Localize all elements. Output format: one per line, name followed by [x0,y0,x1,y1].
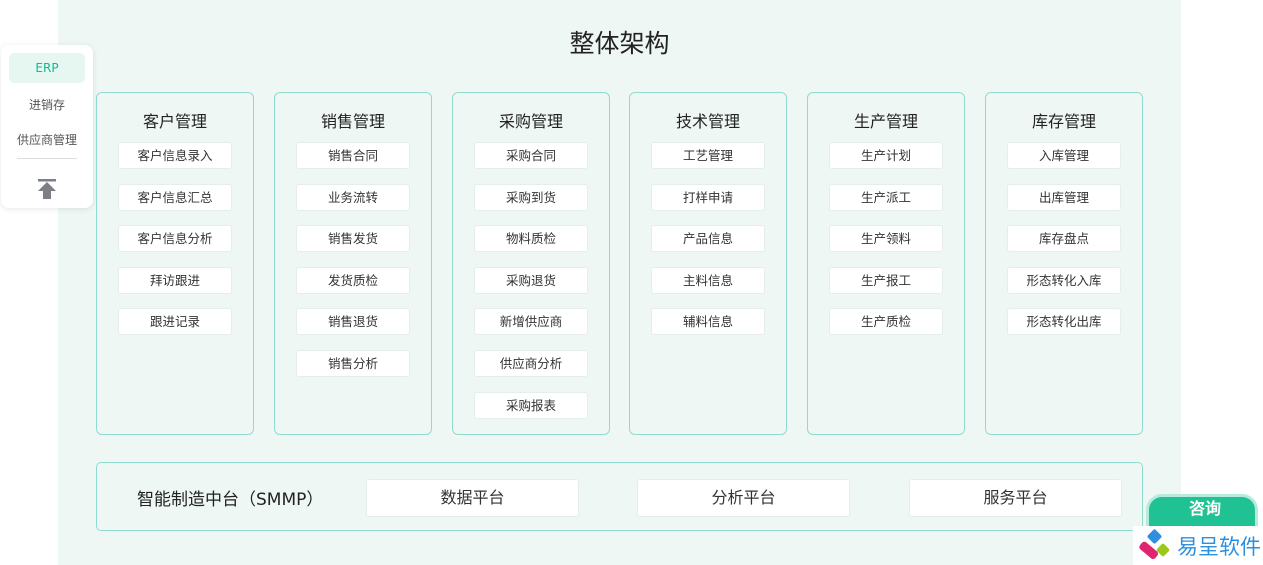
module-item[interactable]: 生产报工 [829,266,943,294]
module-item[interactable]: 产品信息 [651,225,765,253]
module-item[interactable]: 跟进记录 [118,308,232,336]
module-title: 库存管理 [1031,112,1096,131]
module-item[interactable]: 拜访跟进 [118,266,232,294]
module-column: 库存管理入库管理出库管理库存盘点形态转化入库形态转化出库 [985,92,1143,435]
sidebar-item-supplier[interactable]: 供应商管理 [16,133,77,147]
module-item[interactable]: 形态转化出库 [1007,308,1121,336]
consult-label: 咨询 [1189,499,1222,518]
module-item[interactable]: 销售分析 [296,349,410,377]
module-title: 采购管理 [498,112,563,131]
module-items: 销售合同业务流转销售发货发货质检销售退货销售分析 [275,142,431,377]
module-item[interactable]: 客户信息录入 [118,142,232,169]
logo: 易呈软件 [1133,526,1263,565]
module-column: 销售管理销售合同业务流转销售发货发货质检销售退货销售分析 [274,92,432,435]
module-item[interactable]: 发货质检 [296,266,410,294]
module-item[interactable]: 采购合同 [474,142,588,169]
module-item[interactable]: 销售退货 [296,308,410,336]
module-items: 生产计划生产派工生产领料生产报工生产质检 [808,142,964,336]
module-item[interactable]: 生产质检 [829,308,943,336]
module-item[interactable]: 入库管理 [1007,142,1121,169]
module-column: 采购管理采购合同采购到货物料质检采购退货新增供应商供应商分析采购报表 [452,92,610,435]
module-items: 采购合同采购到货物料质检采购退货新增供应商供应商分析采购报表 [453,142,609,419]
module-item[interactable]: 客户信息分析 [118,225,232,253]
module-item[interactable]: 打样申请 [651,183,765,211]
module-title: 客户管理 [142,112,207,131]
sidebar-item-erp[interactable]: ERP [9,53,85,83]
module-item[interactable]: 客户信息汇总 [118,183,232,211]
module-items: 工艺管理打样申请产品信息主料信息辅料信息 [630,142,786,336]
module-column: 技术管理工艺管理打样申请产品信息主料信息辅料信息 [629,92,787,435]
module-title: 生产管理 [853,112,918,131]
service-platform-button[interactable]: 服务平台 [909,479,1122,517]
platform-label: 智能制造中台（SMMP） [137,490,324,510]
module-item[interactable]: 形态转化入库 [1007,266,1121,294]
module-items: 入库管理出库管理库存盘点形态转化入库形态转化出库 [986,142,1142,336]
module-item[interactable]: 主料信息 [651,266,765,294]
module-item[interactable]: 新增供应商 [474,308,588,336]
module-item[interactable]: 库存盘点 [1007,225,1121,253]
module-title: 技术管理 [675,112,740,131]
module-item[interactable]: 生产派工 [829,183,943,211]
module-title: 销售管理 [320,112,385,131]
back-to-top-icon[interactable] [38,179,56,199]
logo-text: 易呈软件 [1177,534,1261,559]
module-item[interactable]: 物料质检 [474,225,588,253]
sidebar-item-inventory[interactable]: 进销存 [28,98,65,112]
page-title: 整体架构 [569,29,670,58]
module-item[interactable]: 采购报表 [474,391,588,419]
module-item[interactable]: 业务流转 [296,183,410,211]
module-item[interactable]: 销售合同 [296,142,410,169]
module-items: 客户信息录入客户信息汇总客户信息分析拜访跟进跟进记录 [97,142,253,336]
module-item[interactable]: 出库管理 [1007,183,1121,211]
logo-mark-icon [1139,529,1170,559]
module-item[interactable]: 销售发货 [296,225,410,253]
sidebar-divider [17,158,77,159]
module-item[interactable]: 生产领料 [829,225,943,253]
sidebar: ERP 进销存 供应商管理 [1,45,93,208]
module-item[interactable]: 生产计划 [829,142,943,169]
platform-panel: 智能制造中台（SMMP） 数据平台 分析平台 服务平台 [96,462,1143,531]
module-item[interactable]: 工艺管理 [651,142,765,169]
module-column: 生产管理生产计划生产派工生产领料生产报工生产质检 [807,92,965,435]
module-item[interactable]: 辅料信息 [651,308,765,336]
module-item[interactable]: 采购到货 [474,183,588,211]
analysis-platform-button[interactable]: 分析平台 [637,479,850,517]
module-item[interactable]: 采购退货 [474,266,588,294]
data-platform-button[interactable]: 数据平台 [366,479,579,517]
module-column: 客户管理客户信息录入客户信息汇总客户信息分析拜访跟进跟进记录 [96,92,254,435]
module-item[interactable]: 供应商分析 [474,349,588,377]
